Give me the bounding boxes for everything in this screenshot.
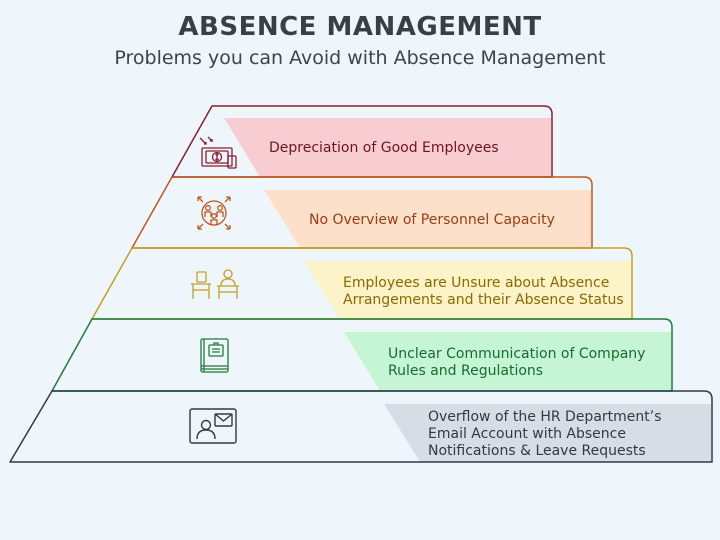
tier-4-outline bbox=[51, 318, 673, 392]
pyramid-tier-2 bbox=[131, 176, 593, 249]
tier-2-label: No Overview of Personnel Capacity bbox=[309, 212, 555, 228]
email-contact-icon bbox=[189, 408, 237, 444]
tier-1-label: Depreciation of Good Employees bbox=[269, 140, 499, 156]
tier-5-label: Overflow of the HR Department’s Email Ac… bbox=[428, 409, 662, 459]
pyramid-tier-1 bbox=[171, 105, 553, 178]
money-icon bbox=[199, 136, 237, 169]
page-subtitle: Problems you can Avoid with Absence Mana… bbox=[114, 47, 606, 69]
tier-3-panel bbox=[304, 261, 631, 319]
pyramid-tier-5 bbox=[9, 390, 713, 463]
rulebook-icon bbox=[200, 338, 229, 373]
page-title: ABSENCE MANAGEMENT bbox=[178, 12, 542, 42]
tier-1-outline bbox=[171, 105, 553, 178]
tier-5-panel bbox=[384, 404, 711, 462]
pyramid-tier-4 bbox=[51, 318, 673, 392]
tier-1-panel bbox=[224, 118, 551, 177]
capacity-icon bbox=[197, 196, 231, 230]
pyramid-tier-3 bbox=[91, 247, 633, 320]
tier-2-panel bbox=[264, 190, 591, 248]
tier-3-outline bbox=[91, 247, 633, 320]
desk-worker-icon bbox=[191, 269, 239, 299]
tier-4-label: Unclear Communication of Company Rules a… bbox=[388, 346, 646, 379]
tier-4-panel bbox=[344, 332, 671, 391]
tier-3-label: Employees are Unsure about Absence Arran… bbox=[343, 275, 624, 308]
tier-5-outline bbox=[9, 390, 713, 463]
tier-2-outline bbox=[131, 176, 593, 249]
